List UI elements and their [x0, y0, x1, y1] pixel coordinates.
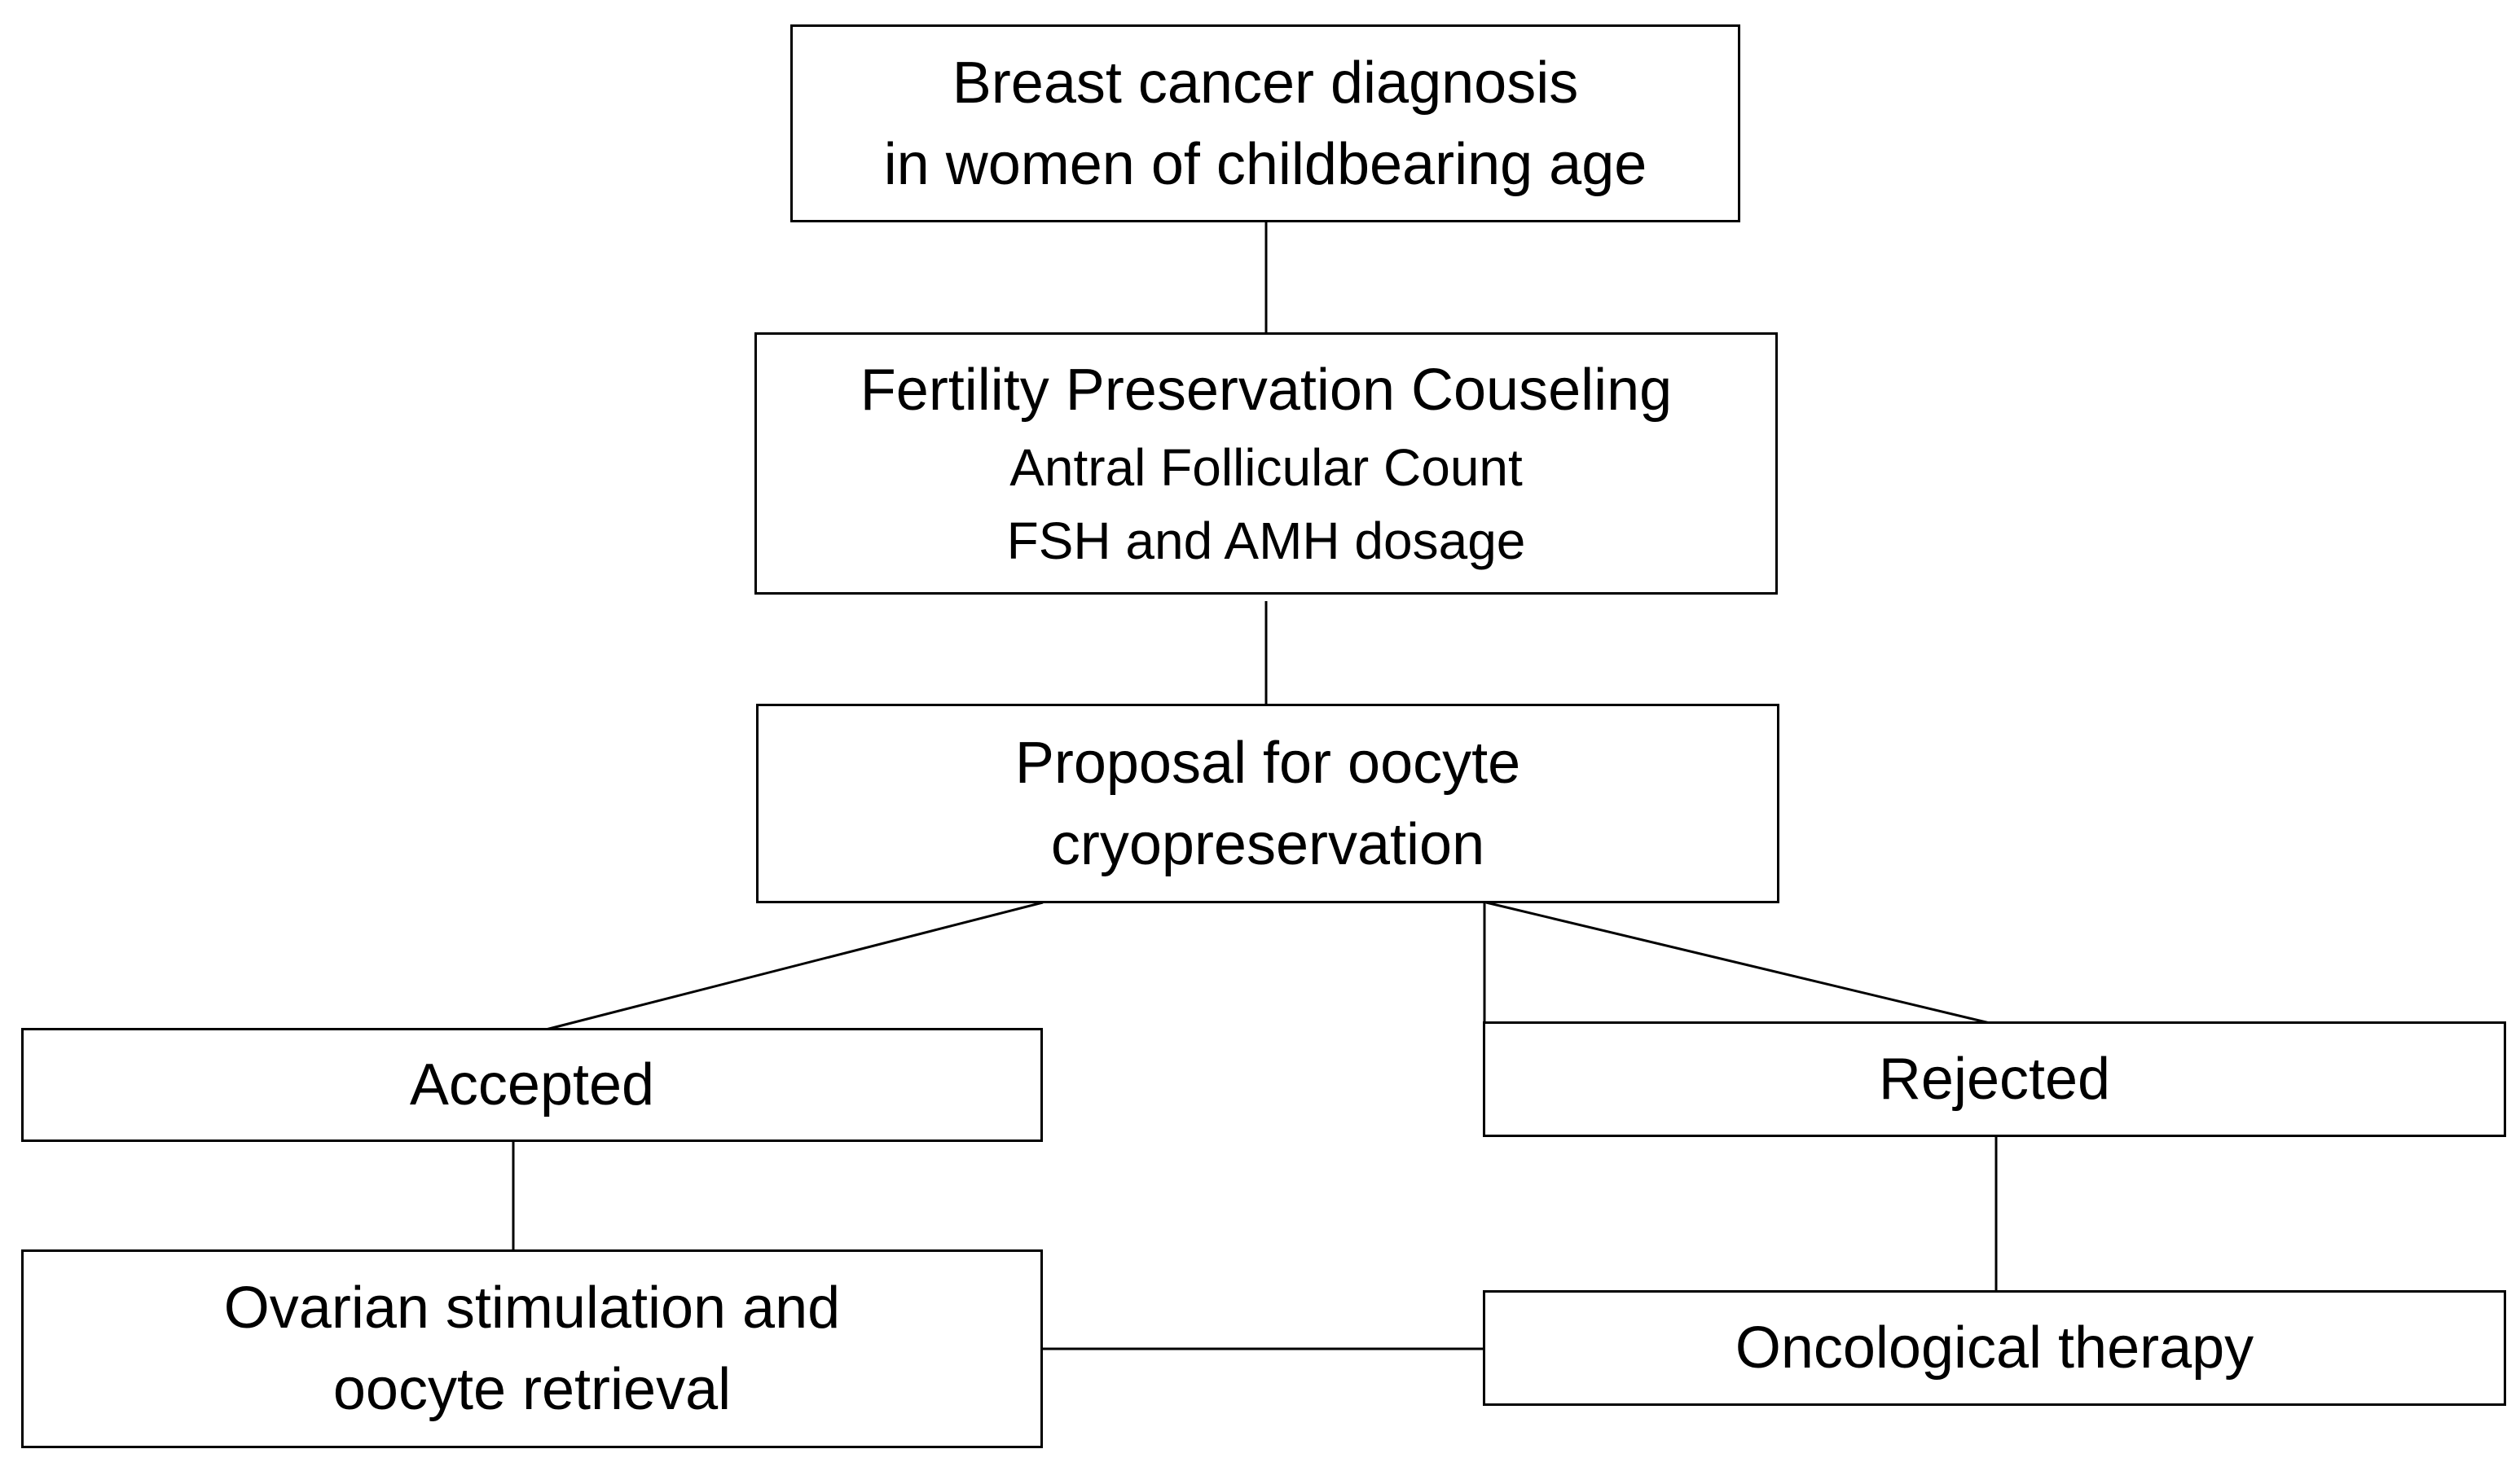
proposal-box: Proposal for oocyte cryopreservation [756, 704, 1779, 903]
connector-proposal-accepted [545, 901, 1044, 1031]
oncological-box: Oncological therapy [1483, 1290, 2506, 1406]
stimulation-box: Ovarian stimulation and oocyte retrieval [21, 1249, 1043, 1448]
counseling-line-3: FSH and AMH dosage [1006, 512, 1526, 570]
stimulation-line-1: Ovarian stimulation and [223, 1276, 841, 1341]
diagnosis-line-1: Breast cancer diagnosis [952, 50, 1579, 116]
oncological-label: Oncological therapy [1735, 1315, 2254, 1381]
counseling-title: Fertility Preservation Couseling [860, 358, 1673, 423]
diagnosis-box: Breast cancer diagnosis in women of chil… [790, 24, 1740, 222]
accepted-box: Accepted [21, 1028, 1043, 1142]
connector-proposal-rejected [1485, 901, 1990, 1025]
stimulation-line-2: oocyte retrieval [332, 1357, 732, 1422]
rejected-box: Rejected [1483, 1021, 2506, 1137]
proposal-line-1: Proposal for oocyte [1014, 730, 1521, 796]
diagnosis-line-2: in women of childbearing age [883, 131, 1647, 197]
proposal-line-2: cryopreservation [1050, 811, 1485, 877]
rejected-label: Rejected [1878, 1047, 2111, 1112]
accepted-label: Accepted [409, 1052, 655, 1118]
counseling-box: Fertility Preservation Couseling Antral … [754, 332, 1778, 595]
counseling-line-2: Antral Follicular Count [1009, 438, 1523, 497]
